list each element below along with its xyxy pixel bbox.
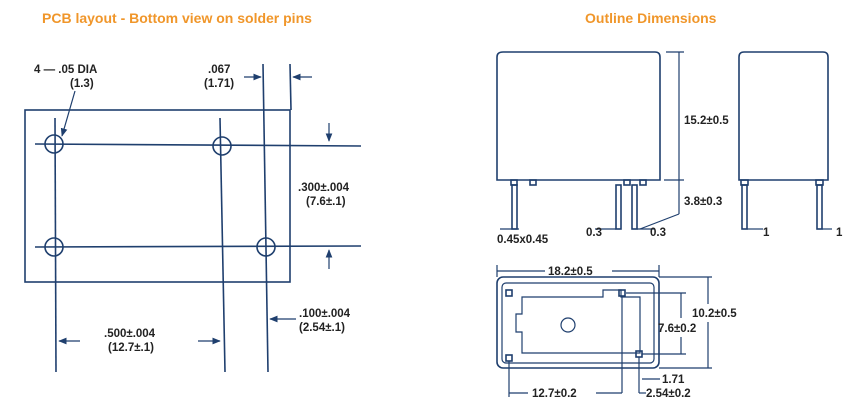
- pcb-col-line-2: [219, 117, 226, 373]
- pcb-hole: [212, 136, 232, 156]
- hole-dia-mm-label: (1.3): [70, 78, 94, 90]
- inner-width-label: 7.6±0.2: [658, 323, 696, 335]
- width-label: 10.2±0.5: [692, 308, 737, 320]
- pcb-col-line-1: [54, 117, 57, 373]
- side-pitch-mm-label: (2.54±.1): [299, 322, 345, 334]
- pcb-layout-drawing: 4 — .05 DIA (1.3) .067 (1.71) .300±.004 …: [24, 63, 362, 373]
- pcb-layout-title: PCB layout - Bottom view on solder pins: [42, 10, 312, 26]
- pcb-hole: [44, 237, 64, 257]
- col-pitch-label: .500±.004: [104, 328, 156, 340]
- relay-base-recess: [515, 289, 641, 354]
- row-pitch-mm-label: (7.6±.1): [306, 196, 346, 208]
- relay-body-bottom: [496, 276, 660, 369]
- relay-body-side: [738, 51, 829, 181]
- offset-label: .067: [208, 64, 230, 76]
- side-right-label: 1: [836, 227, 843, 239]
- gap-right-label: 0.3: [650, 227, 666, 239]
- pin-size-label: 0.45x0.45: [497, 234, 549, 246]
- center-mark: [560, 317, 576, 333]
- pcb-col-line-4: [289, 63, 292, 111]
- gap-left-label: 0.3: [586, 227, 602, 239]
- standoff: [529, 179, 537, 186]
- pin-square: [635, 350, 643, 358]
- height-label: 15.2±0.5: [684, 115, 729, 127]
- side-pitch-label: .100±.004: [299, 308, 351, 320]
- outline-front-view: 15.2±0.5 3.8±0.3 0.45x0.45 0.3 0.3: [496, 51, 729, 246]
- outline-side-view: 1 1: [738, 51, 843, 239]
- relay-inner-rim: [501, 282, 655, 364]
- pin: [816, 184, 823, 230]
- pin-square: [505, 289, 513, 297]
- pitch-long-label: 12.7±0.2: [532, 388, 577, 400]
- hole-leader-arrow: [60, 90, 76, 137]
- pin: [741, 184, 748, 230]
- standoff: [623, 179, 631, 186]
- pin: [511, 184, 518, 230]
- pin: [615, 184, 622, 230]
- outline-dimensions-title: Outline Dimensions: [585, 10, 717, 26]
- offset-mm-label: (1.71): [204, 78, 234, 90]
- pcb-hole: [256, 237, 276, 257]
- offset-label: 1.71: [662, 374, 685, 386]
- outline-bottom-view: 18.2±0.5 10.2±0.5 7.6±0.2 1.71 12.7±0.2 …: [496, 265, 737, 400]
- pcb-hole: [44, 134, 64, 154]
- side-left-label: 1: [763, 227, 770, 239]
- col-pitch-mm-label: (12.7±.1): [108, 342, 154, 354]
- pin: [631, 184, 638, 230]
- pin-square: [505, 354, 513, 362]
- standoff: [639, 179, 647, 186]
- pcb-row-line-bottom: [34, 245, 362, 248]
- pcb-col-line-3: [262, 63, 269, 373]
- pcb-row-line-top: [34, 143, 362, 147]
- pin-length-leader: [639, 213, 680, 230]
- row-pitch-label: .300±.004: [298, 182, 350, 194]
- length-label: 18.2±0.5: [548, 266, 593, 278]
- pitch-short-label: 2.54±0.2: [646, 388, 691, 400]
- relay-body-front: [496, 51, 661, 181]
- pin-square: [618, 289, 626, 297]
- hole-dia-label: 4 — .05 DIA: [34, 64, 97, 76]
- pcb-outline: [24, 109, 291, 283]
- pin-length-label: 3.8±0.3: [684, 196, 722, 208]
